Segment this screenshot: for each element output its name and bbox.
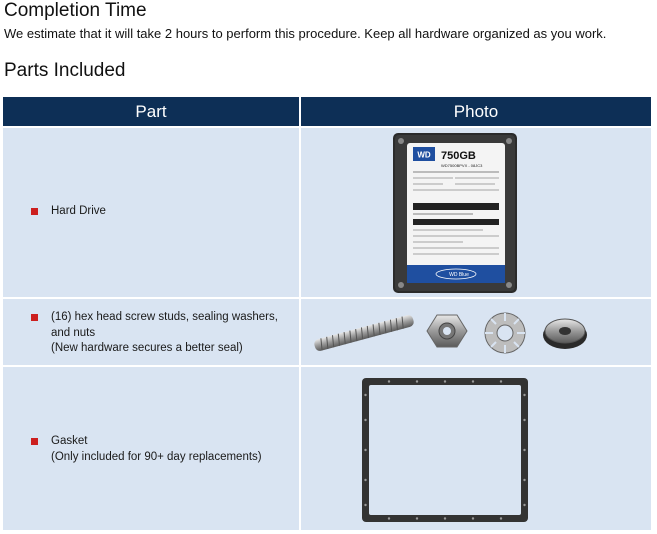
- drive-brand-label: WD: [417, 151, 431, 160]
- part-note: (New hardware secures a better seal): [51, 342, 243, 354]
- bullet-icon: [31, 314, 38, 321]
- completion-time-heading: Completion Time: [4, 0, 147, 21]
- bullet-icon: [31, 208, 38, 215]
- drive-model-label: WD7500BPVX - 08JC3: [441, 163, 483, 168]
- part-column-header: Part: [3, 97, 299, 126]
- table-row-screw-studs-photo: [301, 299, 651, 365]
- gasket-photo: [362, 378, 528, 522]
- hard-drive-photo: WD 750GB WD7500BPVX - 08JC3 WD Blue: [393, 133, 517, 293]
- part-name: Gasket: [51, 435, 88, 447]
- drive-capacity-label: 750GB: [441, 150, 476, 162]
- part-name: Hard Drive: [51, 205, 106, 217]
- drive-series-label: WD Blue: [449, 272, 469, 278]
- table-row-screw-studs-part: (16) hex head screw studs, sealing washe…: [3, 299, 299, 365]
- hardware-photo: [314, 312, 587, 354]
- table-row-gasket-part: Gasket (Only included for 90+ day replac…: [3, 367, 299, 530]
- part-note: (Only included for 90+ day replacements): [51, 450, 262, 463]
- parts-included-heading: Parts Included: [4, 60, 126, 81]
- bullet-icon: [31, 438, 38, 445]
- table-row-hard-drive-part: Hard Drive: [3, 128, 299, 297]
- table-row-hard-drive-photo: WD 750GB WD7500BPVX - 08JC3 WD Blue: [301, 128, 651, 297]
- parts-table: Part Photo Hard Drive WD 750GB WD7500BPV…: [3, 97, 651, 530]
- part-name: (16) hex head screw studs, sealing washe…: [51, 311, 278, 323]
- part-name-continued: and nuts: [51, 326, 96, 339]
- table-row-gasket-photo: [301, 367, 651, 530]
- completion-time-text: We estimate that it will take 2 hours to…: [4, 26, 607, 41]
- photo-column-header: Photo: [301, 97, 651, 126]
